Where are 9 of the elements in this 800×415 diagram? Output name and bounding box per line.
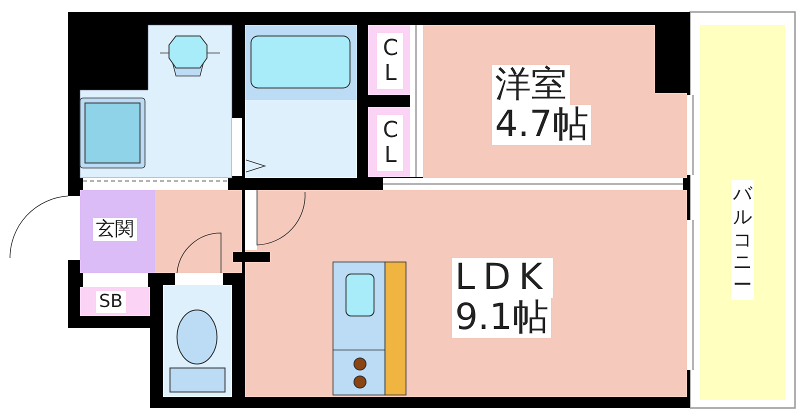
room-label: SB (96, 291, 126, 313)
room-label: 玄関 (93, 218, 137, 241)
room-label: LDK (452, 258, 554, 298)
room-label: 4.7帖 (492, 105, 592, 145)
room-label: バルコニー (731, 180, 754, 300)
room-label: CL (377, 33, 403, 89)
room-label: 洋室 (492, 65, 570, 105)
room-label: CL (377, 115, 403, 171)
room-label: 9.1帖 (452, 298, 552, 338)
